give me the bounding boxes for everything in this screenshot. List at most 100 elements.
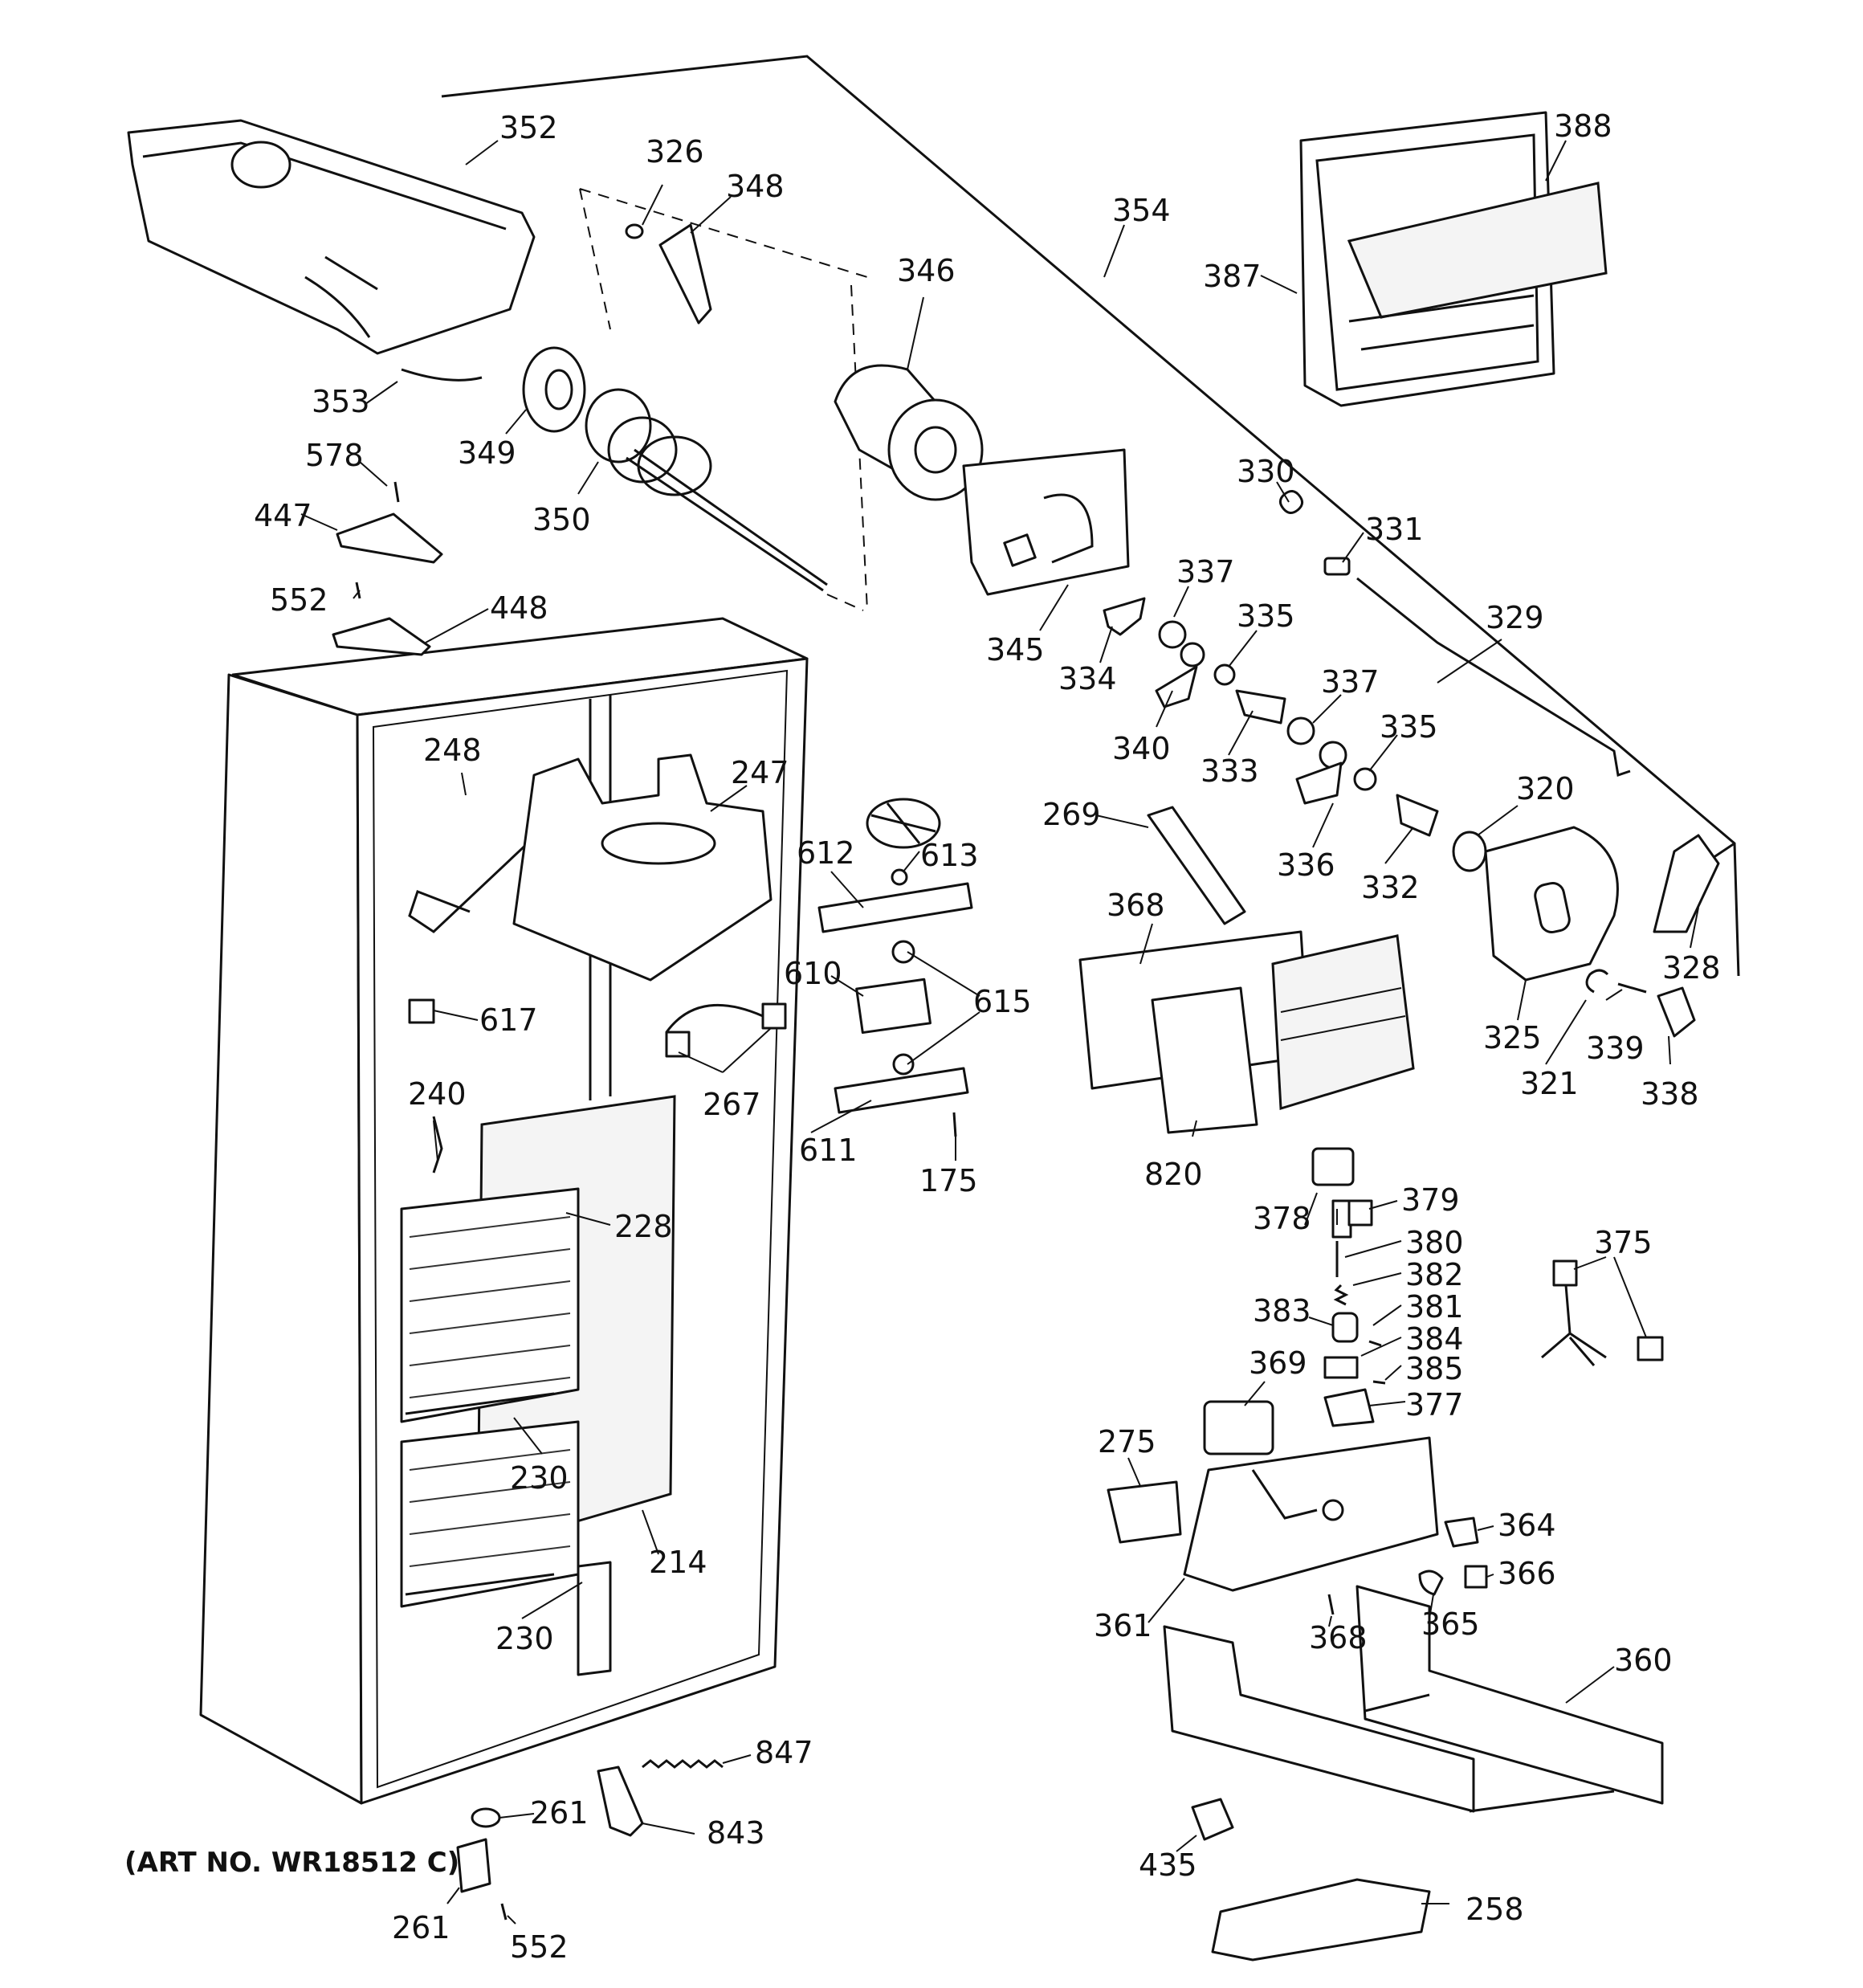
part-wire-harness xyxy=(665,1002,787,1058)
callout-388: 388 xyxy=(1554,108,1612,144)
part-screw-578 xyxy=(393,481,400,503)
callout-336: 336 xyxy=(1277,847,1335,883)
callout-240: 240 xyxy=(408,1076,467,1112)
part-spring-b xyxy=(1286,716,1315,745)
part-ice-bucket xyxy=(127,119,536,355)
callout-337a: 337 xyxy=(1176,554,1235,590)
callout-340: 340 xyxy=(1112,731,1171,766)
callout-377: 377 xyxy=(1405,1387,1464,1423)
callout-847: 847 xyxy=(755,1735,813,1770)
callout-261a: 261 xyxy=(530,1795,589,1831)
part-spring-847 xyxy=(642,1759,724,1769)
part-cam-d xyxy=(1295,761,1343,805)
callout-352: 352 xyxy=(499,110,558,145)
callout-612: 612 xyxy=(797,835,855,871)
part-435 xyxy=(1191,1798,1234,1841)
callout-385: 385 xyxy=(1405,1351,1464,1386)
callout-611: 611 xyxy=(799,1133,858,1168)
callout-354: 354 xyxy=(1112,193,1171,228)
callout-348: 348 xyxy=(726,169,785,204)
callout-333: 333 xyxy=(1201,753,1259,789)
callout-383: 383 xyxy=(1253,1293,1311,1329)
part-screw-368 xyxy=(1327,1594,1335,1615)
part-mounting-plate xyxy=(962,448,1130,596)
callout-230a: 230 xyxy=(510,1460,569,1496)
art-number-caption: (ART NO. WR18512 C) xyxy=(124,1847,459,1879)
callout-360: 360 xyxy=(1614,1643,1673,1678)
callout-617: 617 xyxy=(479,1002,538,1038)
part-pin xyxy=(1617,982,1647,994)
part-bracket-447 xyxy=(336,512,443,564)
callout-364: 364 xyxy=(1498,1508,1556,1543)
part-valve-stack xyxy=(1311,1147,1386,1427)
callout-267: 267 xyxy=(703,1087,761,1122)
part-cam-a xyxy=(1103,597,1146,636)
callout-248: 248 xyxy=(423,733,482,768)
callout-552a: 552 xyxy=(270,582,328,618)
part-rod xyxy=(1356,577,1631,777)
part-switch xyxy=(1657,986,1696,1038)
callout-365: 365 xyxy=(1421,1606,1480,1642)
part-blade xyxy=(658,223,712,325)
part-fill-tube xyxy=(1147,806,1246,925)
part-fan-motor xyxy=(855,978,932,1035)
callout-335b: 335 xyxy=(1380,709,1438,745)
callout-345: 345 xyxy=(986,632,1045,667)
part-auger-drum xyxy=(834,364,984,501)
callout-368b: 368 xyxy=(1309,1620,1368,1655)
callout-326: 326 xyxy=(646,134,704,169)
part-dispenser-motor xyxy=(1203,1400,1274,1455)
callout-613: 613 xyxy=(920,838,979,873)
callout-346: 346 xyxy=(897,253,956,288)
callout-378: 378 xyxy=(1253,1201,1311,1236)
part-evaporator xyxy=(400,1187,580,1608)
callout-387: 387 xyxy=(1203,259,1262,294)
part-clip xyxy=(1323,557,1351,576)
callout-275: 275 xyxy=(1098,1424,1156,1459)
callout-350: 350 xyxy=(532,502,591,537)
part-365 xyxy=(1418,1570,1444,1596)
callout-334: 334 xyxy=(1058,661,1117,696)
callout-448: 448 xyxy=(490,590,548,626)
callout-353: 353 xyxy=(312,384,370,419)
callout-361: 361 xyxy=(1094,1608,1152,1643)
part-shield xyxy=(1107,1480,1182,1544)
callout-230b: 230 xyxy=(495,1621,554,1656)
part-heater-a xyxy=(405,1392,555,1415)
callout-228: 228 xyxy=(614,1209,673,1244)
part-bracket-column xyxy=(577,1561,612,1676)
callout-247: 247 xyxy=(731,755,789,790)
part-cam-cover xyxy=(1653,834,1720,933)
callout-366: 366 xyxy=(1498,1556,1556,1591)
part-screw-552b xyxy=(500,1903,508,1921)
part-water-tube xyxy=(408,802,572,933)
callout-258: 258 xyxy=(1466,1892,1524,1927)
callout-339: 339 xyxy=(1586,1031,1645,1066)
callout-435: 435 xyxy=(1139,1847,1197,1883)
part-bushing-b xyxy=(1213,663,1236,686)
callout-578: 578 xyxy=(305,438,364,473)
part-bushing-261 xyxy=(471,1807,501,1828)
part-dispenser-door xyxy=(1299,111,1608,407)
callout-338: 338 xyxy=(1641,1076,1699,1112)
callout-328: 328 xyxy=(1662,950,1721,986)
callout-384: 384 xyxy=(1405,1321,1464,1357)
part-washer xyxy=(625,223,644,239)
part-heater-b xyxy=(405,1573,555,1596)
callout-369: 369 xyxy=(1249,1345,1307,1381)
callout-329: 329 xyxy=(1486,600,1544,635)
callout-332: 332 xyxy=(1361,870,1420,905)
part-cam-e xyxy=(1396,794,1439,837)
part-bucket-wire xyxy=(401,368,483,382)
part-bearing xyxy=(522,346,586,433)
part-chute xyxy=(1211,1878,1431,1961)
part-grommet-a xyxy=(891,940,915,964)
callout-337b: 337 xyxy=(1321,664,1380,700)
callout-321: 321 xyxy=(1520,1066,1579,1101)
part-e-ring xyxy=(1585,969,1609,994)
callout-320: 320 xyxy=(1516,771,1575,806)
callout-382: 382 xyxy=(1405,1257,1464,1292)
part-hinge-261 xyxy=(456,1838,491,1893)
part-cam-b xyxy=(1155,665,1198,708)
part-screw-552 xyxy=(355,582,361,599)
